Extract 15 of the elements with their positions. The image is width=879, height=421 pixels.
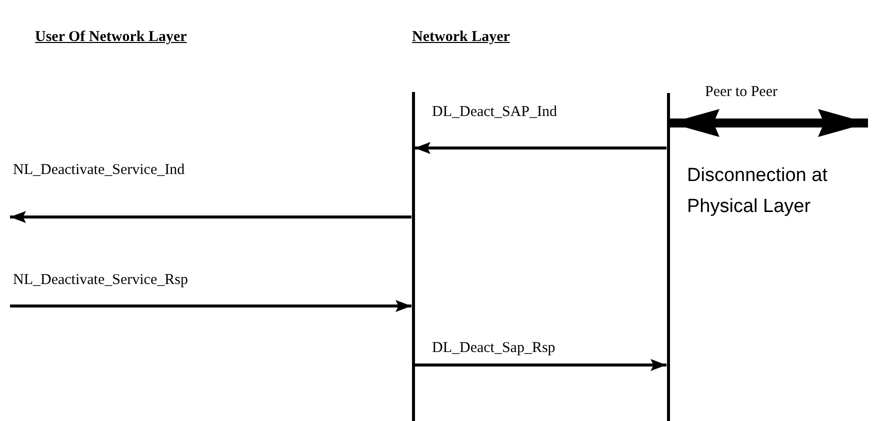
arrow — [670, 109, 868, 137]
edge-label: Peer to Peer — [705, 83, 778, 101]
edge-label: NL_Deactivate_Service_Rsp — [13, 271, 188, 289]
edge-label: DL_Deact_SAP_Ind — [432, 103, 557, 121]
note-text: Disconnection at Physical Layer — [687, 164, 828, 219]
lifeline — [412, 92, 414, 421]
column-heading: User Of Network Layer — [35, 28, 187, 47]
edge-label: NL_Deactivate_Service_Ind — [13, 161, 185, 179]
column-heading: Network Layer — [412, 28, 510, 47]
arrow — [414, 359, 666, 371]
arrow — [414, 142, 666, 154]
arrow — [10, 300, 412, 312]
arrow — [10, 211, 412, 223]
lifeline — [666, 93, 670, 421]
edge-label: DL_Deact_Sap_Rsp — [432, 339, 556, 357]
